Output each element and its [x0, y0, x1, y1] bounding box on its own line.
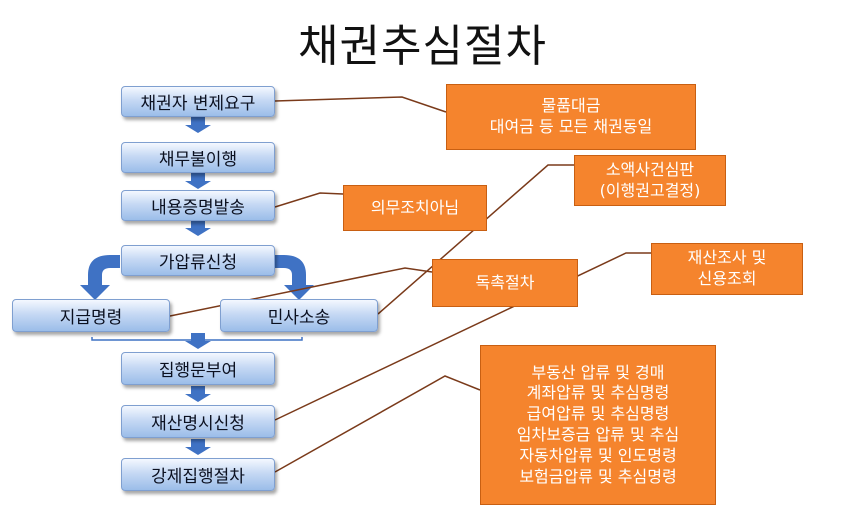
- step-execution-writ: 집행문부여: [121, 352, 275, 385]
- down-arrow-6: [185, 439, 211, 455]
- connector-goods: [274, 96, 447, 113]
- note-enforcement-methods: 부동산 압류 및 경매 계좌압류 및 추심명령 급여압류 및 추심명령 임차보증…: [480, 345, 716, 505]
- step-provisional-seizure: 가압류신청: [121, 245, 275, 276]
- note-asset-line-1: 재산조사 및: [687, 248, 767, 268]
- note-small-claims: 소액사건심판 (이행권고결정): [574, 155, 726, 206]
- note-small-claims-line-1: 소액사건심판: [605, 159, 695, 179]
- down-arrow-4: [185, 333, 211, 349]
- note-not-obligation: 의무조치아님: [343, 185, 487, 231]
- note-enforcement-line-4: 임차보증금 압류 및 추심: [516, 425, 680, 444]
- note-goods-line-2: 대여금 등 모든 채권동일: [489, 117, 653, 136]
- step-asset-disclosure: 재산명시신청: [121, 405, 275, 438]
- note-enforcement-line-1: 부동산 압류 및 경매: [531, 362, 665, 382]
- page-title: 채권추심절차: [298, 21, 547, 72]
- note-enforcement-line-6: 보험금압류 및 추심명령: [519, 466, 677, 486]
- note-asset-line-2: 신용조회: [697, 269, 757, 288]
- merge-line: [91, 337, 303, 341]
- flow-arrows: [80, 117, 314, 455]
- note-goods-line-1: 물품대금: [541, 96, 601, 116]
- step-creditor-demand: 채권자 변제요구: [121, 86, 275, 117]
- note-not-obligation-line-1: 의무조치아님: [370, 197, 460, 217]
- note-enforcement-line-2: 계좌압류 및 추심명령: [526, 383, 670, 403]
- down-arrow-5: [185, 386, 211, 402]
- note-asset-investigation: 재산조사 및 신용조회: [651, 243, 803, 295]
- step-certified-mail: 내용증명발송: [121, 190, 275, 221]
- connector-not-obligation: [274, 192, 344, 208]
- note-goods-loans: 물품대금 대여금 등 모든 채권동일: [446, 84, 696, 150]
- connector-enforcement: [274, 375, 481, 473]
- branch-arrow-left: [80, 255, 120, 300]
- note-small-claims-line-2: (이행권고결정): [599, 180, 701, 200]
- step-civil-lawsuit: 민사소송: [220, 299, 378, 332]
- step-payment-order: 지급명령: [12, 299, 170, 332]
- step-compulsory-execution: 강제집행절차: [121, 458, 275, 491]
- step-default: 채무불이행: [121, 142, 275, 173]
- down-arrow-1: [185, 117, 211, 133]
- down-arrow-2: [185, 173, 211, 189]
- note-supervision: 독촉절차: [432, 259, 578, 307]
- connector-asset: [274, 252, 651, 421]
- down-arrow-3: [185, 220, 211, 236]
- note-enforcement-line-3: 급여압류 및 추심명령: [526, 404, 670, 424]
- note-supervision-line-1: 독촉절차: [475, 272, 535, 292]
- note-enforcement-line-5: 자동차압류 및 인도명령: [519, 445, 677, 465]
